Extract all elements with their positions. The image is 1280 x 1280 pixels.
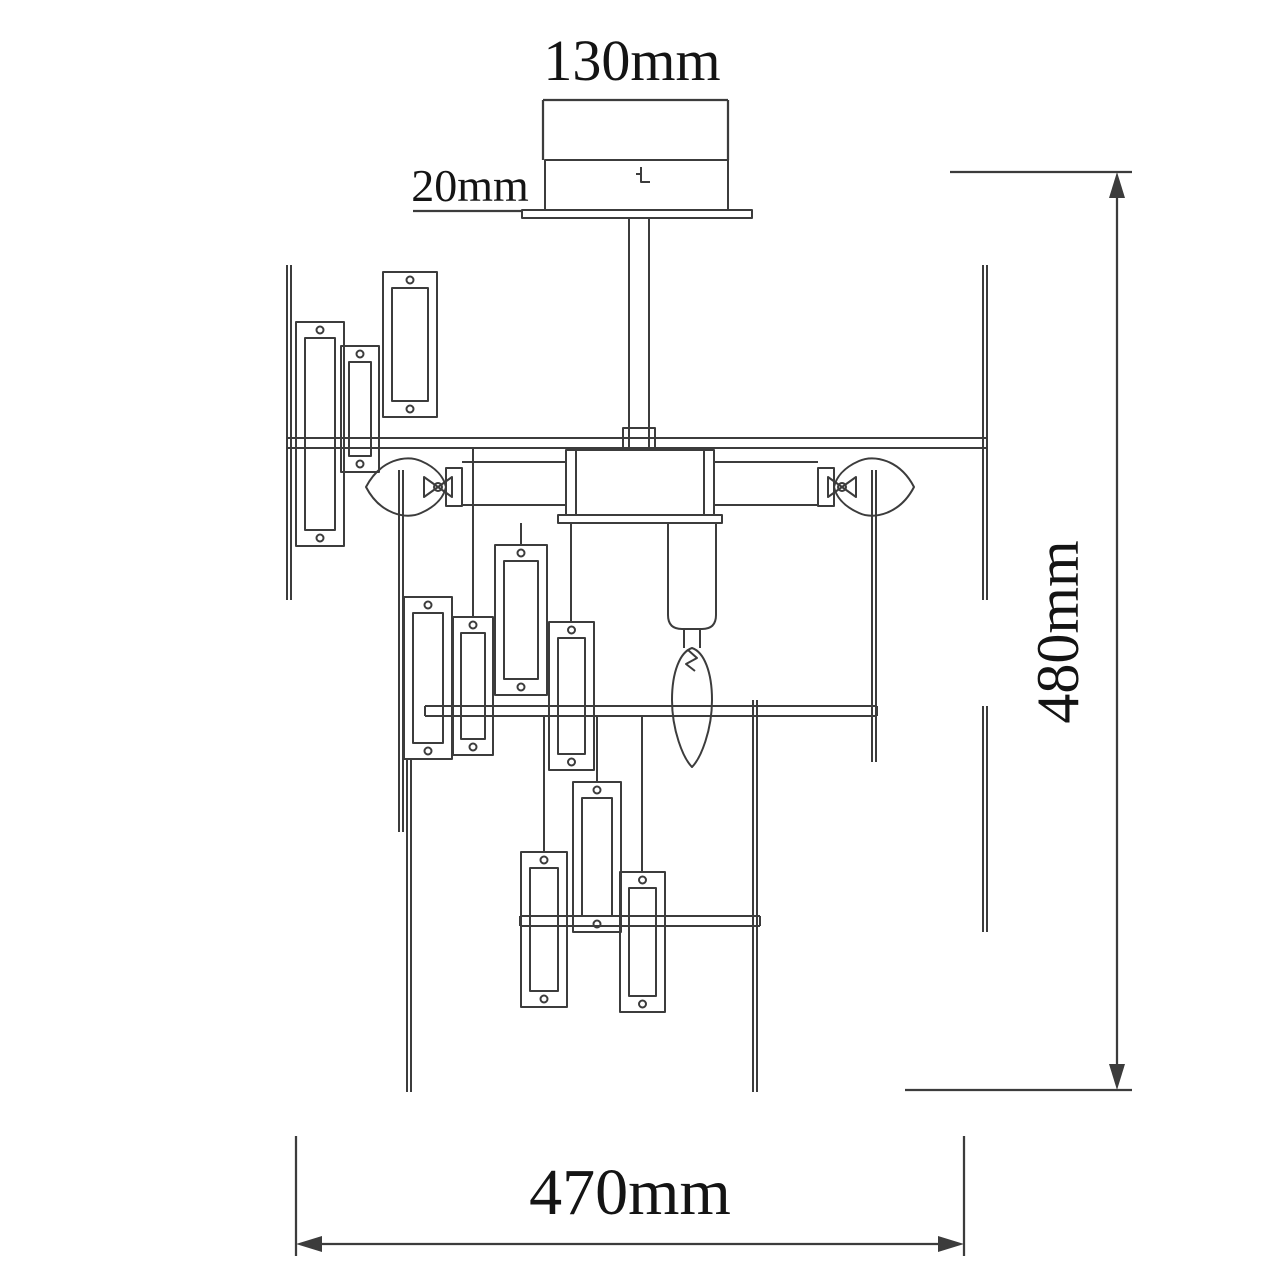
hub-body xyxy=(565,449,715,516)
canopy-base-plate xyxy=(521,209,753,219)
tier-2-frame xyxy=(424,705,878,717)
ceiling-canopy xyxy=(521,159,753,219)
canopy-height-label: 20mm xyxy=(411,160,529,211)
rod xyxy=(398,470,404,832)
left-socket xyxy=(445,467,463,507)
overall-height-label: 480mm xyxy=(1025,540,1091,723)
left-candle-bulb xyxy=(365,457,447,517)
tier-3-frame xyxy=(519,915,761,927)
hub-base-plate xyxy=(557,514,723,524)
hanging-rods xyxy=(286,265,988,1092)
rod xyxy=(871,470,877,762)
arrowhead-right xyxy=(938,1236,964,1252)
main-arm xyxy=(287,437,987,449)
canopy-body xyxy=(544,159,729,211)
overall-width-label: 470mm xyxy=(529,1156,731,1229)
center-candle-bulb xyxy=(671,647,713,768)
stem xyxy=(622,218,656,451)
rod xyxy=(982,265,988,600)
arrowhead-down xyxy=(1109,1064,1125,1090)
rod xyxy=(752,700,758,1092)
right-clip-pin xyxy=(837,482,847,492)
left-clip xyxy=(423,476,439,498)
arrowhead-up xyxy=(1109,172,1125,198)
right-socket xyxy=(817,467,835,507)
right-clip xyxy=(841,476,857,498)
hanger-wires xyxy=(472,448,643,872)
rod xyxy=(286,265,292,600)
arrowhead-left xyxy=(296,1236,322,1252)
overall-height-dimension: 480mm xyxy=(905,170,1132,1092)
prism xyxy=(572,781,622,933)
center-candle-sleeve xyxy=(667,522,717,630)
prism xyxy=(295,321,345,547)
canopy-width-label: 130mm xyxy=(543,28,720,93)
canopy-hook-detail xyxy=(636,167,650,183)
left-bulb-assembly xyxy=(365,457,566,517)
prism xyxy=(520,851,568,1008)
prism xyxy=(548,621,595,771)
prism xyxy=(619,871,666,1013)
crystal-prisms xyxy=(295,271,666,1013)
prism xyxy=(340,345,380,473)
left-clip-pin xyxy=(433,482,443,492)
filament-hook xyxy=(685,649,698,672)
prism xyxy=(382,271,438,418)
prism xyxy=(452,616,494,756)
prism xyxy=(494,544,548,696)
canopy-width-dimension: 130mm xyxy=(541,28,730,160)
overall-width-dimension: 470mm xyxy=(294,1136,966,1256)
center-bulb-assembly xyxy=(667,522,717,768)
prism xyxy=(403,596,453,760)
central-hub xyxy=(557,449,723,524)
rod xyxy=(406,758,412,1092)
canopy-height-dimension: 20mm xyxy=(411,160,529,213)
right-bulb-assembly xyxy=(714,457,915,517)
rod xyxy=(982,706,988,932)
right-candle-bulb xyxy=(833,457,915,517)
